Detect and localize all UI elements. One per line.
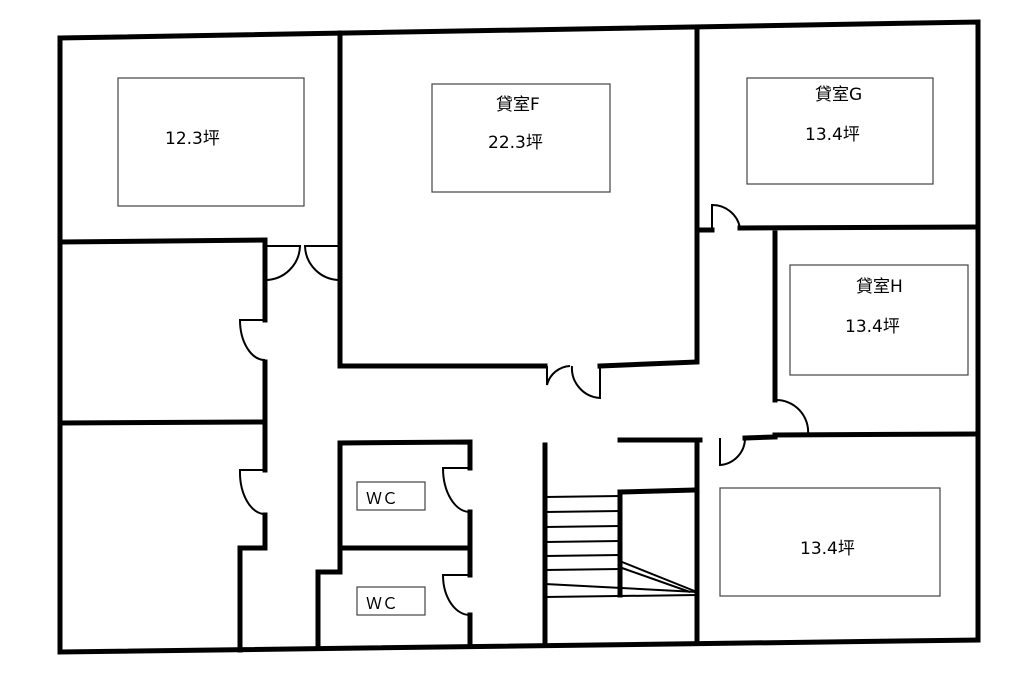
door <box>774 398 810 436</box>
door <box>264 245 302 281</box>
door <box>546 365 571 386</box>
room-g-name: 貸室G <box>815 85 863 105</box>
door <box>711 203 741 230</box>
interior-walls <box>57 25 980 653</box>
door <box>238 319 266 361</box>
doors[interactable] <box>238 203 810 616</box>
room-a-area: 12.3坪 <box>165 129 220 149</box>
label-boxes <box>117 77 969 616</box>
door <box>441 574 471 616</box>
door <box>238 469 266 516</box>
room-h-area: 13.4坪 <box>845 317 900 337</box>
room-h-name: 貸室H <box>856 277 903 297</box>
door <box>303 245 341 281</box>
wc-label: ＷＣ <box>366 489 399 508</box>
room-f-area: 22.3坪 <box>488 133 543 153</box>
wc-label: ＷＣ <box>366 594 399 613</box>
door <box>570 365 601 400</box>
room-e-area: 13.4坪 <box>800 539 855 559</box>
room-f-name: 貸室F <box>496 95 540 115</box>
door <box>441 467 471 513</box>
door <box>719 437 747 467</box>
room-g-area: 13.4坪 <box>805 125 860 145</box>
staircase[interactable] <box>544 489 698 598</box>
